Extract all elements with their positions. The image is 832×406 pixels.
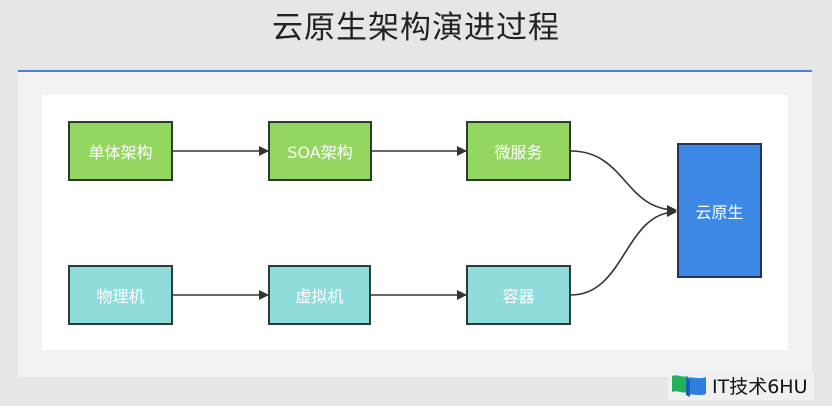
node-label: SOA架构 — [287, 143, 353, 162]
node-cloud-native[interactable]: 云原生 — [677, 143, 762, 278]
node-physical[interactable]: 物理机 — [68, 265, 173, 325]
page-title: 云原生架构演进过程 — [272, 10, 560, 46]
node-vm[interactable]: 虚拟机 — [268, 265, 371, 325]
flag-logo-icon — [670, 372, 708, 398]
node-label: 微服务 — [494, 143, 543, 162]
watermark: IT技术6HU — [668, 370, 814, 400]
node-soa[interactable]: SOA架构 — [268, 121, 372, 181]
node-label: 云原生 — [695, 202, 744, 222]
node-container[interactable]: 容器 — [466, 265, 571, 325]
node-label: 容器 — [502, 287, 535, 306]
node-monolith[interactable]: 单体架构 — [68, 121, 173, 181]
node-label: 单体架构 — [88, 143, 153, 162]
node-label: 物理机 — [96, 287, 145, 306]
watermark-text: IT技术6HU — [712, 375, 808, 398]
node-microservices[interactable]: 微服务 — [466, 121, 571, 181]
node-label: 虚拟机 — [295, 287, 344, 306]
